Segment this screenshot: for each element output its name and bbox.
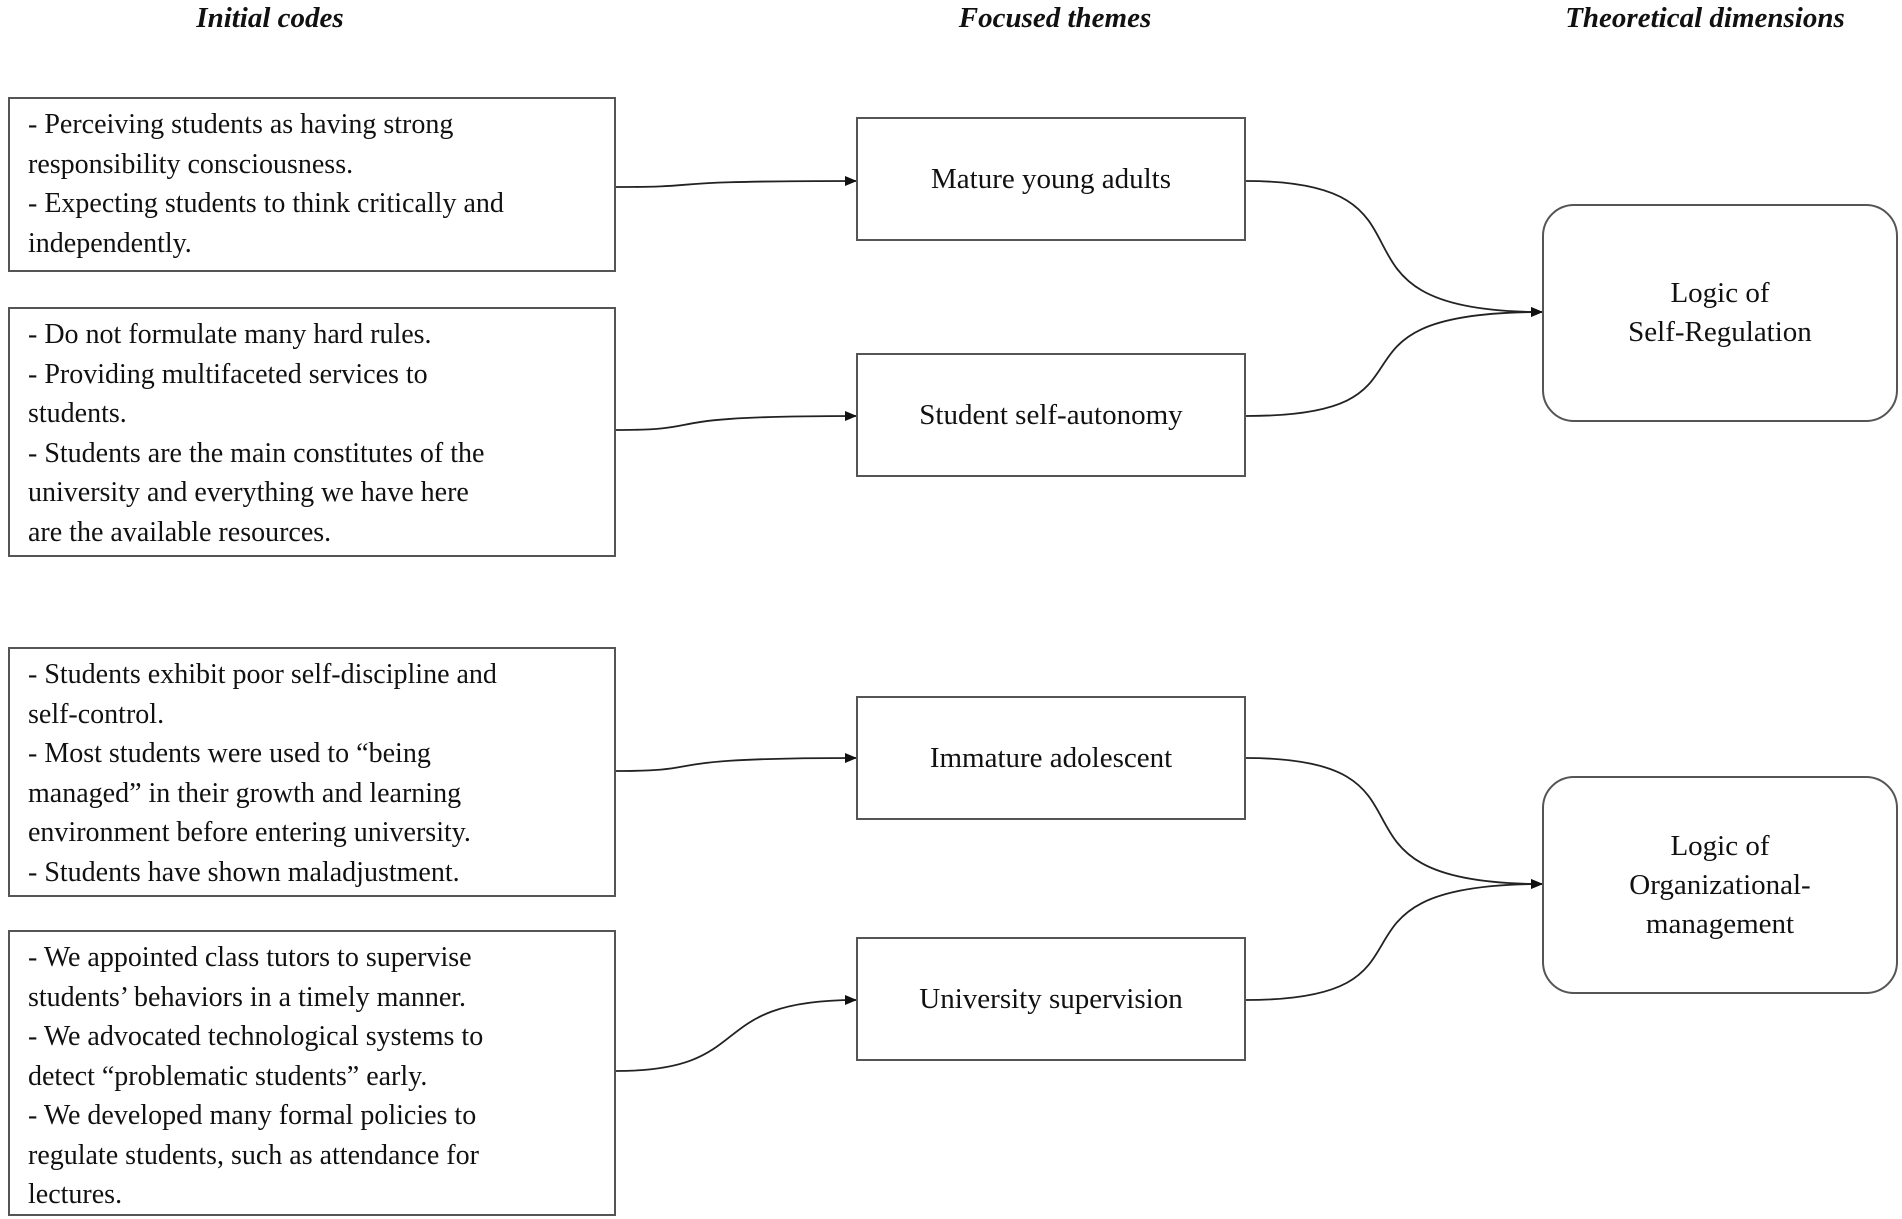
dimension-label-line: management	[1645, 907, 1795, 940]
code-line: are the available resources.	[28, 516, 332, 548]
dimension-label-line: Logic of	[1670, 277, 1770, 309]
initial-code-box: - Perceiving students as having strong r…	[8, 97, 616, 272]
code-line: - Students are the main constitutes of t…	[28, 437, 485, 469]
code-line: - We appointed class tutors to supervise	[28, 942, 472, 973]
code-line: detect “problematic students” early.	[28, 1060, 428, 1092]
code-line: - Expecting students to think critically…	[28, 188, 504, 219]
code-line: regulate students, such as attendance fo…	[28, 1139, 479, 1171]
theme-label: University supervision	[919, 982, 1183, 1015]
arrow-code-0-to-theme-0	[615, 176, 857, 188]
arrow-theme-2-to-dim-1	[1245, 757, 1543, 889]
arrow-theme-3-to-dim-1	[1245, 879, 1543, 1001]
dimension-label-line: Logic of	[1670, 829, 1770, 862]
code-line: lectures.	[28, 1179, 123, 1210]
initial-code-box: - Do not formulate many hard rules. - Pr…	[8, 307, 616, 557]
arrow-theme-0-to-dim-0	[1245, 180, 1543, 317]
arrow-code-3-to-theme-3	[615, 995, 857, 1072]
code-line: independently.	[28, 227, 192, 259]
code-line: students.	[28, 398, 127, 429]
code-line: responsibility consciousness.	[28, 148, 354, 180]
code-line: - Students have shown maladjustment.	[28, 856, 460, 888]
code-line: - We advocated technological systems to	[28, 1021, 484, 1052]
code-line: - Most students were used to “being	[28, 738, 431, 769]
code-line: - Students exhibit poor self-discipline …	[28, 659, 497, 690]
theme-box-student-self-autonomy: Student self-autonomy	[856, 353, 1246, 477]
arrow-code-1-to-theme-1	[615, 411, 857, 431]
initial-code-box: - Students exhibit poor self-discipline …	[8, 647, 616, 897]
header-theoretical-dimensions: Theoretical dimensions	[1565, 2, 1845, 34]
dimension-label-line: Self-Regulation	[1628, 316, 1812, 348]
theme-box-mature-young-adults: Mature young adults	[856, 117, 1246, 241]
theme-label: Mature young adults	[930, 162, 1171, 195]
code-line: self-control.	[28, 698, 165, 730]
arrow-theme-1-to-dim-0	[1245, 307, 1543, 417]
dimension-box-organizational-management: Logic of Organizational- management	[1542, 776, 1898, 994]
theme-label: Student self-autonomy	[919, 398, 1183, 431]
code-line: - Providing multifaceted services to	[28, 358, 428, 390]
arrow-code-2-to-theme-2	[615, 753, 857, 772]
dimension-label-line: Organizational-	[1629, 868, 1811, 901]
theme-box-immature-adolescent: Immature adolescent	[856, 696, 1246, 820]
theme-box-university-supervision: University supervision	[856, 937, 1246, 1061]
code-line: - We developed many formal policies to	[28, 1100, 477, 1131]
code-line: environment before entering university.	[28, 817, 471, 848]
code-line: - Perceiving students as having strong	[28, 109, 454, 140]
code-line: university and everything we have here	[28, 477, 469, 508]
code-line: - Do not formulate many hard rules.	[28, 319, 432, 350]
code-line: managed” in their growth and learning	[28, 777, 462, 809]
theme-label: Immature adolescent	[929, 741, 1173, 774]
code-line: students’ behaviors in a timely manner.	[28, 981, 467, 1013]
header-focused-themes: Focused themes	[958, 2, 1152, 34]
initial-code-box: - We appointed class tutors to supervise…	[8, 930, 616, 1216]
header-initial-codes: Initial codes	[196, 2, 344, 34]
dimension-box-self-regulation: Logic of Self-Regulation	[1542, 204, 1898, 422]
